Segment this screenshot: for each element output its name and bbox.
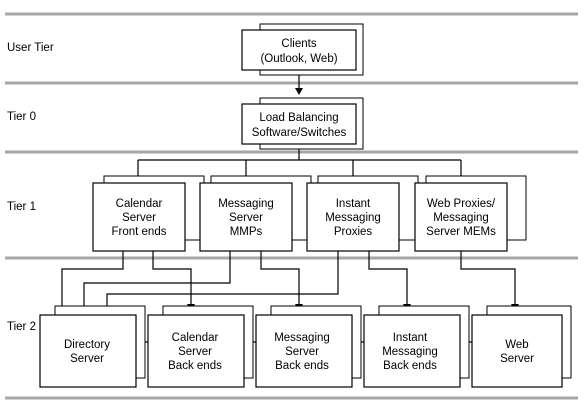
box-clients: Clients (Outlook, Web) <box>241 23 364 76</box>
box-calendar-back-line-1: Calendar <box>172 332 219 344</box>
box-load-balancing-frame <box>241 103 357 145</box>
box-calendar-back-frame <box>147 314 245 388</box>
box-im-back-line-2: Messaging <box>382 346 438 358</box>
box-messaging-mmp: Messaging Server MMPs <box>199 175 312 252</box>
box-directory-line-1: Directory <box>64 339 110 351</box>
wire-im-proxies-to-im-back <box>368 251 408 304</box>
box-im-back-line-1: Instant <box>393 332 428 344</box>
tier-label-2: Tier 2 <box>7 321 36 333</box>
box-im-back-line-3: Back ends <box>383 360 437 372</box>
tier-label-1: Tier 1 <box>7 201 36 213</box>
box-calendar-back-line-2: Server <box>178 346 212 358</box>
box-im-proxies-frame <box>306 182 400 252</box>
tier-label-user: User Tier <box>7 42 54 54</box>
box-messaging-back-line-2: Server <box>285 346 319 358</box>
wire-web-proxies-to-web-server <box>460 251 516 304</box>
box-calendar-front-line-3: Front ends <box>112 226 167 238</box>
box-im-proxies-line-3: Proxies <box>334 226 373 238</box>
box-web-proxies-line-2: Messaging <box>433 212 489 224</box>
box-messaging-mmp-line-2: Server <box>229 212 263 224</box>
box-messaging-back-line-1: Messaging <box>274 332 330 344</box>
box-calendar-front: Calendar Server Front ends <box>92 175 205 252</box>
box-web-proxies-line-1: Web Proxies/ <box>427 198 496 210</box>
box-messaging-back-line-3: Back ends <box>275 360 329 372</box>
box-directory: Directory Server <box>39 305 146 388</box>
arrow-head-load-balancing <box>295 88 303 95</box>
box-clients-frame <box>241 29 357 71</box>
tier-separators <box>5 12 578 400</box>
wire-mmp-to-messaging-back <box>260 251 300 304</box>
box-calendar-front-line-2: Server <box>122 212 156 224</box>
box-messaging-back: Messaging Server Back ends <box>255 305 362 388</box>
box-calendar-front-line-1: Calendar <box>116 198 163 210</box>
box-messaging-mmp-frame <box>199 182 293 252</box>
box-im-proxies-line-1: Instant <box>336 198 371 210</box>
box-clients-line-1: Clients <box>281 38 316 50</box>
box-calendar-front-frame <box>92 182 186 252</box>
tier-label-0: Tier 0 <box>7 111 36 123</box>
box-messaging-back-frame <box>255 314 353 388</box>
box-web-server-line-2: Server <box>500 353 534 365</box>
box-load-balancing-line-1: Load Balancing <box>259 112 338 124</box>
box-web-server: Web Server <box>471 305 572 388</box>
box-calendar-back: Calendar Server Back ends <box>147 305 254 388</box>
wire-mmp-to-directory <box>83 251 231 308</box>
wire-calendar-front-to-calendar-back <box>152 251 192 304</box>
box-web-proxies-line-3: Server MEMs <box>426 226 496 238</box>
box-clients-line-2: (Outlook, Web) <box>260 53 337 65</box>
wire-im-proxies-to-directory <box>106 251 339 308</box>
box-load-balancing-line-2: Software/Switches <box>252 127 347 139</box>
box-web-proxies-frame <box>414 182 508 252</box>
box-im-back: Instant Messaging Back ends <box>363 305 470 388</box>
box-calendar-back-line-3: Back ends <box>168 360 222 372</box>
box-directory-line-2: Server <box>70 353 104 365</box>
box-web-server-line-1: Web <box>505 339 528 351</box>
box-im-proxies: Instant Messaging Proxies <box>306 175 419 252</box>
box-load-balancing: Load Balancing Software/Switches <box>241 97 364 150</box>
box-messaging-mmp-line-1: Messaging <box>218 198 274 210</box>
box-im-back-frame <box>363 314 461 388</box>
tier-labels: User Tier Tier 0 Tier 1 Tier 2 <box>7 42 54 333</box>
box-messaging-mmp-line-3: MMPs <box>230 226 263 238</box>
box-im-proxies-line-2: Messaging <box>325 212 381 224</box>
box-web-proxies: Web Proxies/ Messaging Server MEMs <box>414 175 527 252</box>
wire-calendar-front-to-directory <box>61 251 124 308</box>
box-web-server-frame <box>471 314 563 388</box>
box-directory-frame <box>39 314 137 388</box>
